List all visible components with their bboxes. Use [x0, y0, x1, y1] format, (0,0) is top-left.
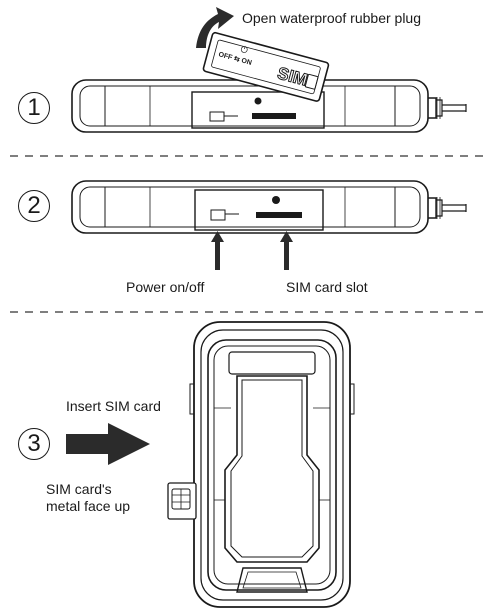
slot-up-arrow-icon	[280, 231, 293, 270]
step3-device	[189, 321, 355, 608]
power-label: Power on/off	[126, 279, 205, 295]
metal-face-label-line1: SIM card's	[46, 481, 112, 497]
metal-face-label-line2: metal face up	[46, 498, 131, 514]
open-plug-label: Open waterproof rubber plug	[242, 10, 421, 26]
rubber-plug: SIM OFF ⇆ ON ⏻	[202, 31, 330, 102]
sim-card-icon	[167, 482, 197, 520]
power-symbol-icon: ⏻	[239, 44, 248, 56]
step2-device	[71, 180, 467, 234]
power-up-arrow-icon	[211, 231, 224, 270]
insert-arrow-icon	[66, 423, 150, 465]
step-number-3: 3	[18, 428, 50, 460]
insert-sim-label: Insert SIM card	[66, 398, 161, 414]
step-number-2: 2	[18, 190, 50, 222]
sim-slot-label: SIM card slot	[286, 279, 368, 295]
step-number-1: 1	[18, 92, 50, 124]
curved-arrow-icon	[196, 7, 234, 48]
